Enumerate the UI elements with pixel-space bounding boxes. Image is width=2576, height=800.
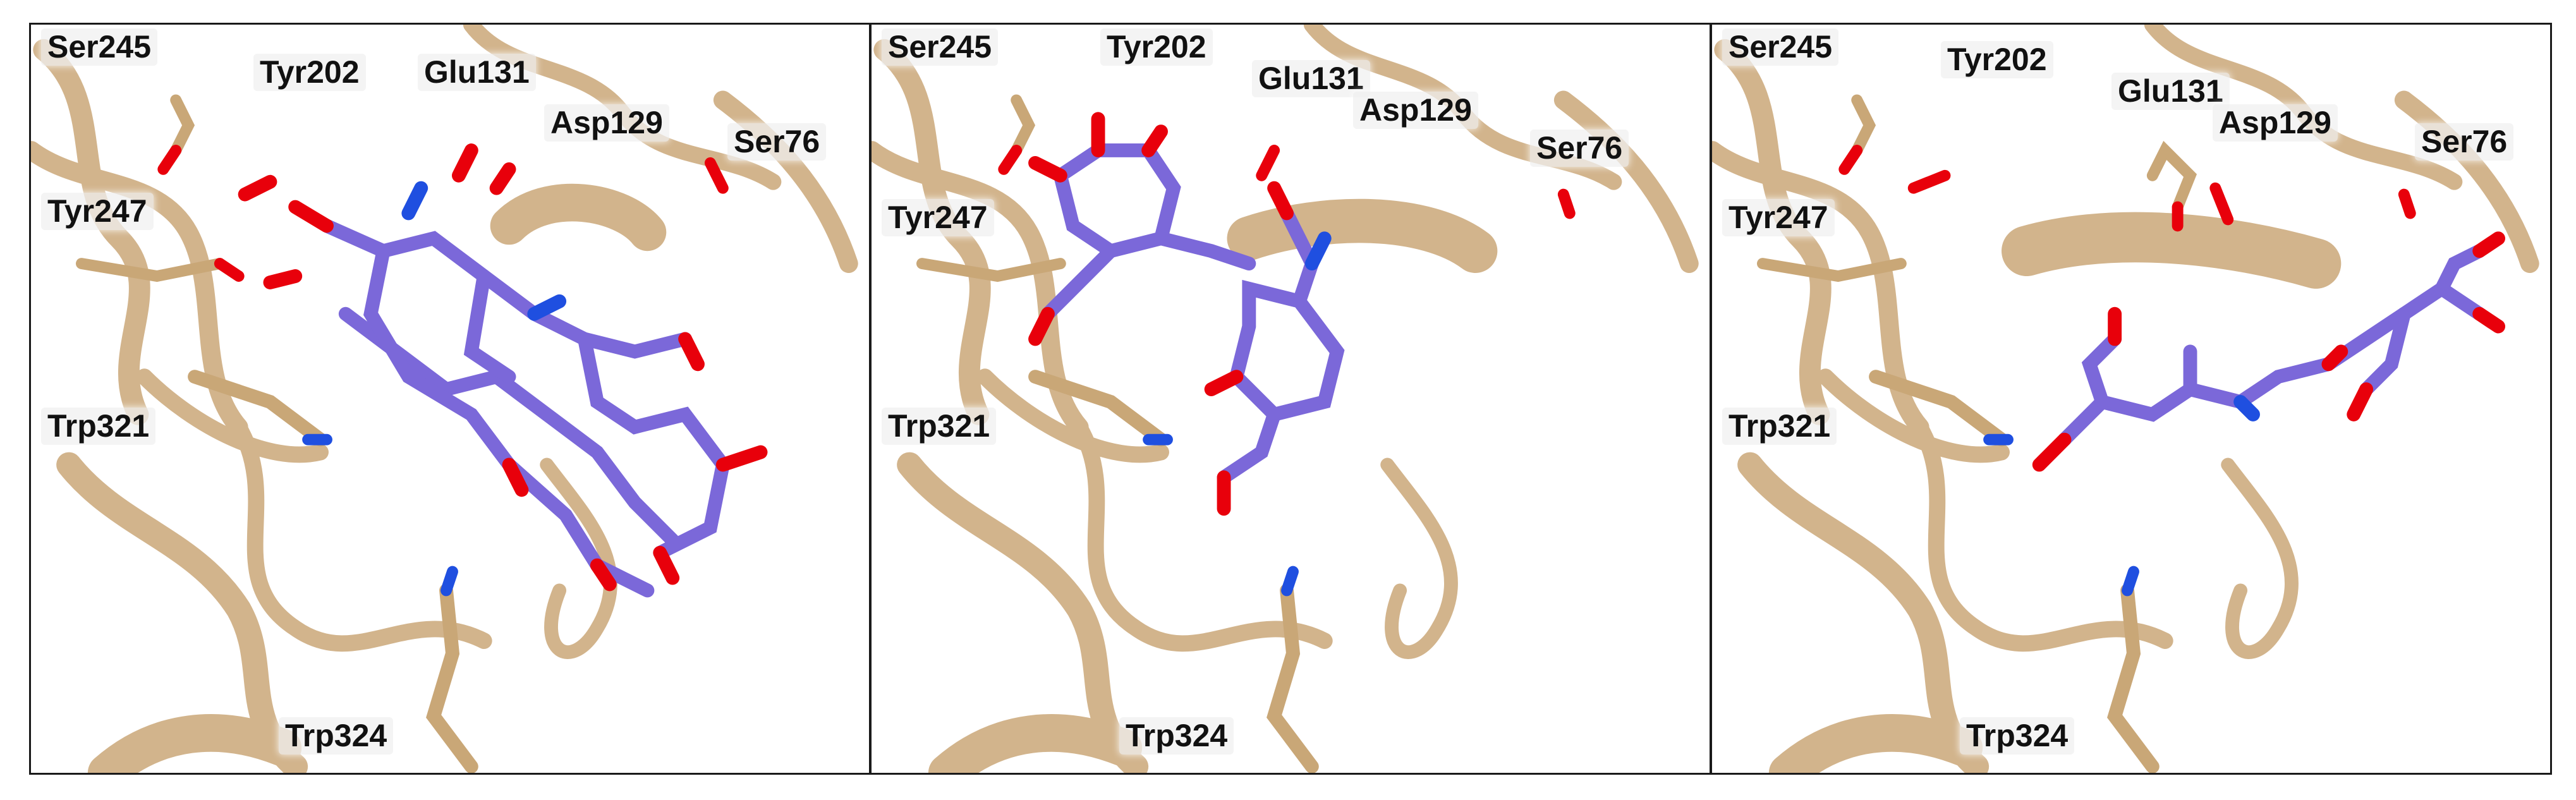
panel-2: Ser245 Tyr202 Glu131 Asp129 Ser76 Tyr247… [870,23,1711,775]
label-glu131: Glu131 [2111,73,2230,110]
label-asp129: Asp129 [544,104,669,142]
label-tyr202: Tyr202 [1100,28,1213,66]
label-trp324: Trp324 [279,717,394,755]
label-glu131: Glu131 [1252,60,1370,97]
label-trp321: Trp321 [882,408,997,445]
label-tyr202: Tyr202 [253,54,366,91]
label-ser76: Ser76 [727,123,827,161]
label-trp321: Trp321 [41,408,156,445]
label-ser245: Ser245 [41,28,158,66]
label-tyr247: Tyr247 [882,199,994,236]
label-asp129: Asp129 [2213,104,2338,142]
ligand-sticks [238,143,768,598]
label-trp321: Trp321 [1722,408,1837,445]
residue-sticks [76,94,729,773]
label-tyr247: Tyr247 [41,193,154,230]
ligand-sticks [2032,231,2505,472]
label-ser76: Ser76 [1530,130,1629,167]
protein-ribbon [1712,25,2539,773]
label-ser245: Ser245 [882,28,999,66]
ligand-sticks [1028,112,1345,516]
label-asp129: Asp129 [1353,92,1478,129]
label-tyr202: Tyr202 [1941,41,2053,78]
molecular-scene-2 [872,25,1699,773]
residue-sticks [916,94,1576,773]
label-ser245: Ser245 [1722,28,1839,66]
label-trp324: Trp324 [1960,717,2075,755]
panel-1: Ser245 Tyr202 Glu131 Asp129 Ser76 Tyr247… [29,23,871,775]
label-trp324: Trp324 [1119,717,1234,755]
label-glu131: Glu131 [418,54,536,91]
panel-3: Ser245 Tyr202 Glu131 Asp129 Ser76 Tyr247… [1710,23,2552,775]
protein-ribbon [872,25,1699,773]
residue-sticks [1757,94,2416,773]
label-ser76: Ser76 [2415,123,2514,161]
label-tyr247: Tyr247 [1722,199,1835,236]
